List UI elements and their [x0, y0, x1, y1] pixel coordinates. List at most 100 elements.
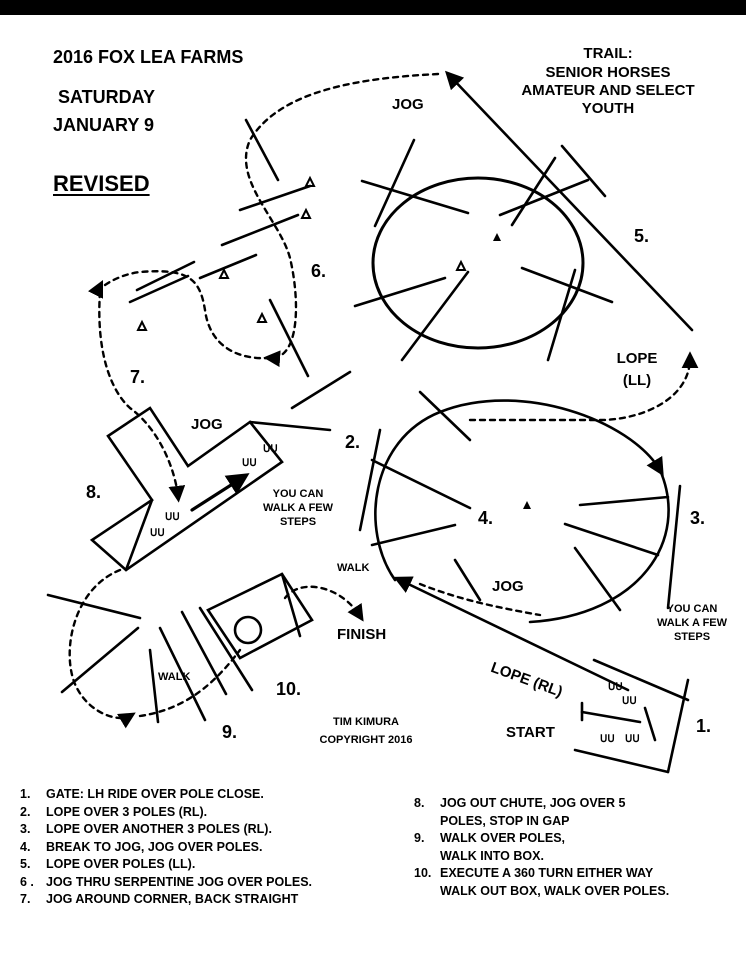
- obstacle-3-pole: [573, 546, 622, 612]
- obstacle-9-pole: [198, 606, 254, 692]
- date-label: JANUARY 9: [53, 115, 155, 135]
- day-label: SATURDAY: [58, 87, 156, 107]
- obstacle-number: 2.: [345, 432, 361, 452]
- hoof-print-icon: ᑌᑌ: [622, 696, 637, 707]
- route-top: [244, 72, 440, 368]
- instruction-item: 10.EXECUTE A 360 TURN EITHER WAY: [414, 866, 654, 880]
- instruction-item: 3.LOPE OVER ANOTHER 3 POLES (RL).: [20, 822, 272, 836]
- gate-post: [580, 710, 642, 724]
- gate-post: [643, 706, 657, 742]
- instruction-item: 1.GATE: LH RIDE OVER POLE CLOSE.: [20, 787, 264, 801]
- obstacle-number: 9.: [222, 722, 238, 742]
- trail-line: YOUTH: [581, 100, 635, 117]
- walk-steps-note: WALK A FEW: [262, 502, 334, 514]
- hoof-print-icon: ᑌᑌ: [263, 444, 278, 455]
- credit-line: COPYRIGHT 2016: [319, 734, 413, 746]
- obstacle-8-chute: [89, 406, 284, 572]
- gate-post: [666, 678, 690, 774]
- obstacle-2-pole: [418, 390, 472, 442]
- route-finish: [283, 585, 364, 622]
- walk-steps-note: WALK A FEW: [656, 617, 728, 629]
- cone-marker: [256, 311, 268, 323]
- hoof-print-icon: ᑌᑌ: [150, 528, 165, 539]
- cone-marker: [300, 207, 312, 219]
- obstacle-number: 3.: [690, 508, 706, 528]
- jog-label: JOG: [191, 416, 223, 433]
- walk-steps-note: YOU CAN: [666, 603, 718, 615]
- route-10: [138, 648, 242, 718]
- instruction-item: POLES, STOP IN GAP: [440, 813, 570, 828]
- obstacle-9-pole: [158, 626, 207, 722]
- obstacle-6-pole: [220, 213, 300, 247]
- cone-marker: [493, 233, 501, 241]
- gate-post: [573, 748, 670, 774]
- instruction-item: 6 .JOG THRU SERPENTINE JOG OVER POLES.: [20, 874, 313, 889]
- obstacle-5-pole: [360, 179, 470, 215]
- obstacle-number: 7.: [130, 367, 146, 387]
- obstacle-number: 6.: [311, 261, 327, 281]
- walk-steps-note: STEPS: [279, 516, 317, 528]
- instruction-item: 8.JOG OUT CHUTE, JOG OVER 5: [414, 796, 626, 810]
- cone-marker: [136, 319, 148, 331]
- instruction-item: 7.JOG AROUND CORNER, BACK STRAIGHT: [20, 892, 299, 906]
- obstacle-2-pole: [358, 428, 382, 532]
- hoof-print-icon: ᑌᑌ: [625, 734, 640, 745]
- instruction-item: 9.WALK OVER POLES,: [414, 831, 566, 845]
- obstacle-3-pole: [666, 484, 682, 610]
- obstacle-2-pole: [370, 523, 457, 547]
- hoof-print-icon: ᑌᑌ: [165, 512, 180, 523]
- walk-label: WALK: [158, 671, 191, 683]
- jog-label: JOG: [492, 578, 524, 595]
- walk-steps-note: YOU CAN: [272, 488, 324, 500]
- obstacle-9-pole: [180, 610, 228, 696]
- obstacle-6-pole: [268, 298, 310, 378]
- obstacle-number: 1.: [696, 716, 712, 736]
- lope-label: (LL): [622, 372, 652, 389]
- obstacle-4-pole: [453, 558, 482, 602]
- obstacle-6-pole: [198, 253, 258, 280]
- instruction-item: WALK OUT BOX, WALK OVER POLES.: [440, 883, 670, 898]
- hoof-print-icon: ᑌᑌ: [242, 458, 257, 469]
- cone-marker: [218, 267, 230, 279]
- obstacle-number: 5.: [634, 226, 650, 246]
- lope-label: LOPE: [616, 350, 658, 367]
- instruction-item: 5.LOPE OVER POLES (LL).: [20, 857, 196, 871]
- obstacle-5-pole: [546, 268, 577, 362]
- instructions-left: 1.GATE: LH RIDE OVER POLE CLOSE. 2.LOPE …: [20, 786, 312, 909]
- route-9: [68, 568, 136, 729]
- obstacle-9-pole: [148, 648, 160, 724]
- course-diagram: ᑌᑌ ᑌᑌ ᑌᑌ ᑌᑌ ᑌᑌ ᑌᑌ ᑌᑌ ᑌᑌ: [46, 70, 699, 774]
- obstacle-5-circle: [371, 176, 585, 350]
- obstacle-7-pole: [135, 260, 196, 292]
- obstacle-5-pole: [373, 138, 416, 228]
- obstacle-3-pole: [578, 495, 670, 507]
- obstacle-4-loop: [374, 399, 664, 582]
- obstacle-10-marker: [233, 615, 263, 645]
- revised-label: REVISED: [53, 171, 150, 196]
- obstacle-5-pole: [353, 276, 447, 308]
- obstacle-7-pole: [128, 274, 190, 304]
- obstacle-number: 8.: [86, 482, 102, 502]
- obstacle-5-pole: [520, 266, 614, 304]
- instruction-item: WALK INTO BOX.: [440, 848, 544, 863]
- instructions-right: 8.JOG OUT CHUTE, JOG OVER 5 POLES, STOP …: [414, 795, 669, 900]
- obstacle-10-box: [206, 572, 314, 660]
- obstacle-number: 10.: [276, 679, 302, 699]
- cone-marker: [523, 501, 531, 509]
- obstacle-5-pole: [510, 156, 557, 227]
- jog-label: JOG: [392, 96, 424, 113]
- cone-marker: [455, 259, 467, 271]
- chute-arrow: [190, 473, 250, 512]
- walk-label: WALK: [337, 562, 370, 574]
- obstacle-3-pole: [563, 522, 660, 557]
- obstacle-5-lope-line: [444, 70, 694, 332]
- page-title: 2016 FOX LEA FARMS: [53, 47, 244, 67]
- route-lope-bottom: [418, 582, 542, 617]
- obstacle-5-pole: [498, 178, 590, 217]
- instruction-item: 4.BREAK TO JOG, JOG OVER POLES.: [20, 839, 263, 854]
- top-border-bar: [0, 0, 746, 15]
- obstacle-7-pole: [290, 370, 352, 410]
- obstacle-6-pole: [244, 118, 280, 182]
- route-7-down: [98, 290, 186, 503]
- instruction-item: 2.LOPE OVER 3 POLES (RL).: [20, 804, 208, 819]
